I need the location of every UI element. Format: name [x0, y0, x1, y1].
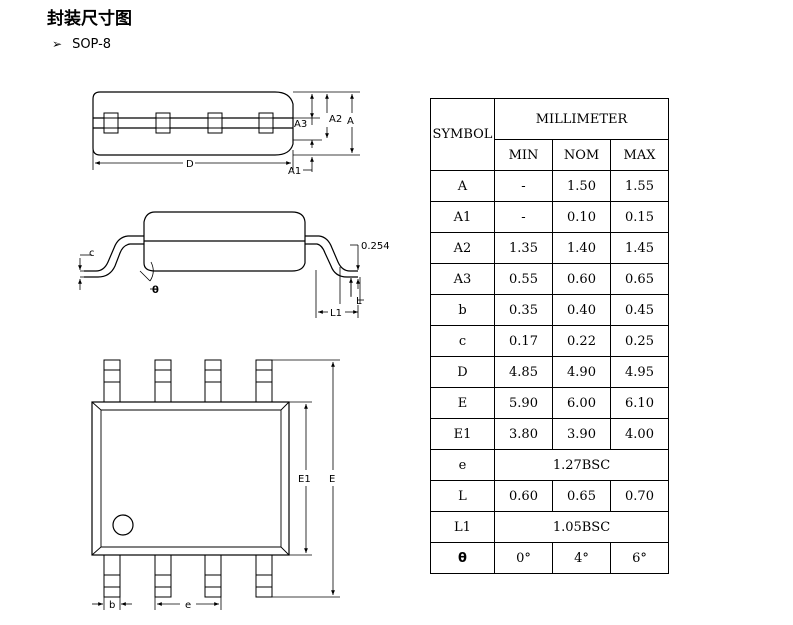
label-d: D	[186, 159, 194, 170]
nom-cell: 4.90	[552, 356, 611, 388]
nom-cell: 0.22	[552, 325, 611, 357]
plan-view-drawing	[91, 359, 340, 610]
max-cell: 0.45	[610, 294, 669, 326]
label-pitch: e	[185, 600, 191, 611]
nom-cell: 0.40	[552, 294, 611, 326]
package-drawings: A3 A2 A D A1	[78, 91, 390, 611]
col-nom-header: NOM	[552, 139, 611, 171]
col-max-header: MAX	[610, 139, 669, 171]
max-cell: 0.65	[610, 263, 669, 295]
nom-cell: 0.10	[552, 201, 611, 233]
min-cell: 0.60	[494, 480, 553, 512]
label-lead-gap: 0.254	[361, 241, 390, 252]
package-bullet-item: ➢ SOP-8	[52, 37, 111, 52]
nom-cell: 1.50	[552, 170, 611, 202]
max-cell: 0.15	[610, 201, 669, 233]
min-cell: 4.85	[494, 356, 553, 388]
symbol-cell: e	[430, 449, 495, 481]
unit-header: MILLIMETER	[494, 98, 669, 140]
symbol-header: SYMBOL	[430, 98, 495, 171]
nom-cell: 0.60	[552, 263, 611, 295]
span-value-cell: 1.05BSC	[494, 511, 669, 543]
pin1-marker-icon	[112, 514, 134, 536]
nom-cell: 0.65	[552, 480, 611, 512]
symbol-cell: L	[430, 480, 495, 512]
min-cell: 3.80	[494, 418, 553, 450]
label-b: b	[109, 600, 115, 611]
label-l: L	[356, 296, 362, 307]
table-header-row: SYMBOL MILLIMETER	[430, 98, 669, 171]
nom-cell: 3.90	[552, 418, 611, 450]
max-cell: 6°	[610, 542, 669, 574]
max-cell: 0.70	[610, 480, 669, 512]
min-cell: 1.35	[494, 232, 553, 264]
max-cell: 4.00	[610, 418, 669, 450]
min-cell: -	[494, 170, 553, 202]
symbol-cell: θ	[430, 542, 495, 574]
nom-cell: 1.40	[552, 232, 611, 264]
label-e: E	[329, 474, 335, 485]
min-cell: 0.35	[494, 294, 553, 326]
label-theta: θ	[152, 285, 159, 296]
symbol-cell: A3	[430, 263, 495, 295]
label-a: A	[347, 116, 354, 127]
col-min-header: MIN	[494, 139, 553, 171]
nom-cell: 4°	[552, 542, 611, 574]
symbol-cell: c	[430, 325, 495, 357]
symbol-cell: E1	[430, 418, 495, 450]
label-l1: L1	[330, 308, 342, 319]
label-a1: A1	[288, 166, 301, 177]
min-cell: 0.17	[494, 325, 553, 357]
max-cell: 4.95	[610, 356, 669, 388]
nom-cell: 6.00	[552, 387, 611, 419]
min-cell: 0°	[494, 542, 553, 574]
arrow-bullet-icon: ➢	[52, 37, 63, 51]
max-cell: 1.55	[610, 170, 669, 202]
span-value-cell: 1.27BSC	[494, 449, 669, 481]
symbol-cell: E	[430, 387, 495, 419]
min-cell: 0.55	[494, 263, 553, 295]
label-a2: A2	[329, 114, 342, 125]
symbol-cell: A	[430, 170, 495, 202]
min-cell: 5.90	[494, 387, 553, 419]
page-heading: 封装尺寸图	[47, 9, 132, 29]
min-cell: -	[494, 201, 553, 233]
package-name: SOP-8	[72, 37, 112, 52]
side-view-drawing	[78, 211, 364, 318]
symbol-cell: L1	[430, 511, 495, 543]
max-cell: 0.25	[610, 325, 669, 357]
symbol-cell: D	[430, 356, 495, 388]
symbol-cell: A2	[430, 232, 495, 264]
max-cell: 1.45	[610, 232, 669, 264]
max-cell: 6.10	[610, 387, 669, 419]
symbol-cell: b	[430, 294, 495, 326]
label-e1: E1	[298, 474, 311, 485]
label-c: c	[89, 248, 95, 259]
symbol-cell: A1	[430, 201, 495, 233]
top-view-drawing	[92, 91, 360, 172]
label-a3: A3	[294, 119, 307, 130]
